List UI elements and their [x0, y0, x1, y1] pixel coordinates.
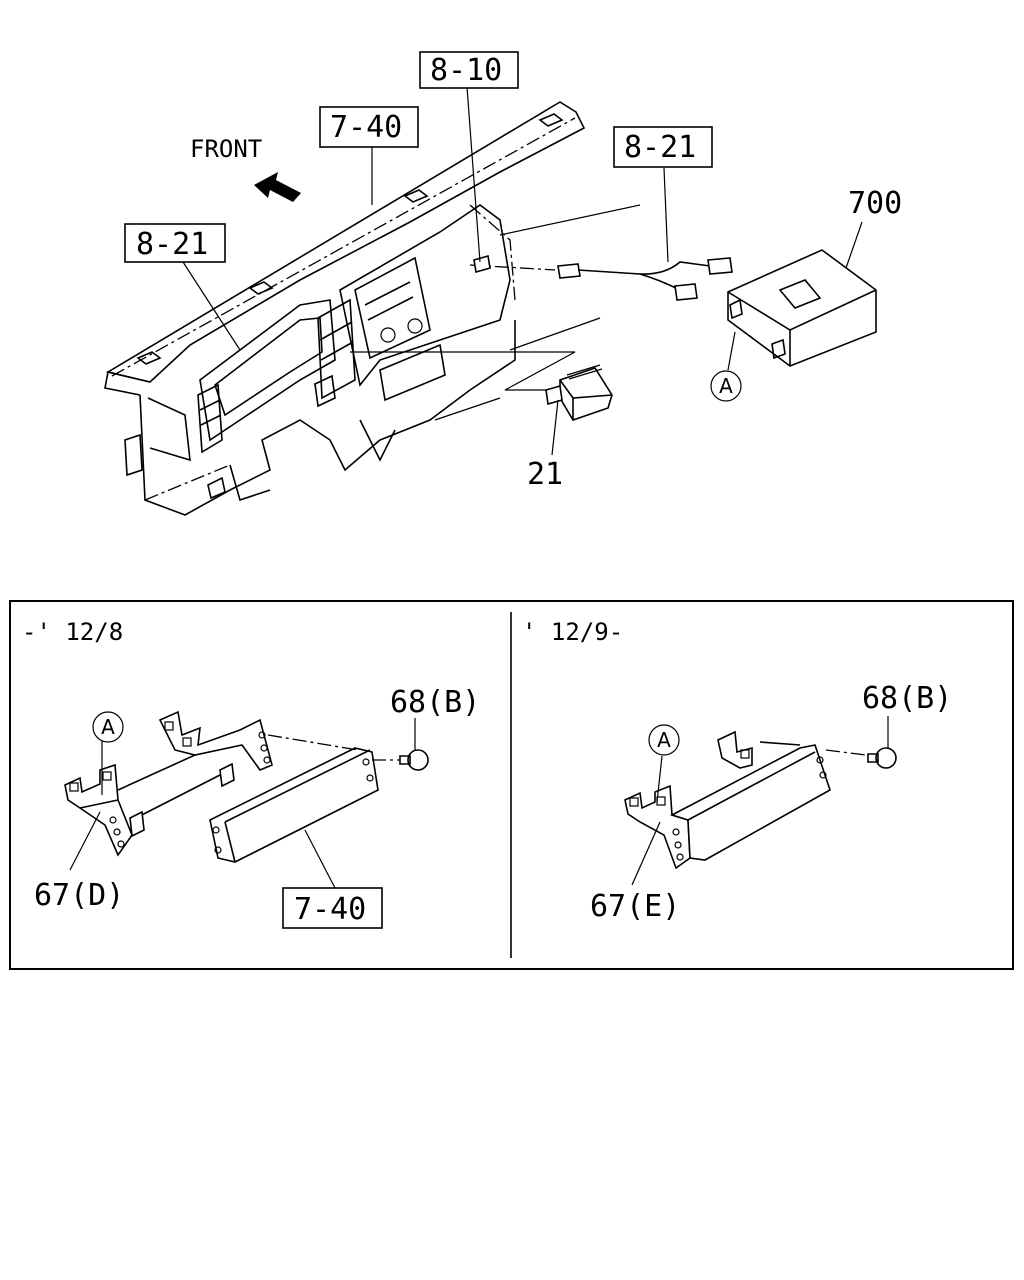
part-700-label: 700 [848, 186, 902, 221]
right-a-leader [656, 755, 663, 803]
callout-a-right: A [657, 728, 671, 752]
callout-a-top: A [719, 374, 733, 398]
left-67d-leader [69, 811, 101, 871]
callout-a-left: A [101, 715, 115, 739]
callout-a-circle-top [710, 370, 742, 402]
callout-a-circle-right [648, 724, 680, 756]
right-bracket-assembly [624, 730, 897, 870]
ref-8-21-right: 8-21 [624, 130, 696, 165]
ref-box-7-40-inset [282, 887, 383, 929]
part-68b-left-label: 68(B) [390, 685, 480, 720]
instrument-panel-assembly [104, 101, 641, 516]
top-ref-boxes [124, 51, 713, 263]
control-unit-700 [727, 249, 877, 367]
top-leader-lines [182, 86, 863, 456]
part-21-label: 21 [527, 457, 563, 492]
left-bracket-assembly [64, 710, 429, 863]
front-label: FRONT [190, 135, 262, 163]
inset-frame [9, 600, 1014, 970]
part-67e-label: 67(E) [590, 889, 680, 924]
right-67e-leader [631, 821, 661, 886]
wire-harness [469, 254, 733, 301]
switch-part-21 [350, 351, 613, 421]
ref-7-40-inset: 7-40 [294, 892, 366, 927]
front-arrow-icon [254, 172, 301, 202]
left-740-leader [304, 829, 336, 889]
right-range-label: ' 12/9- [522, 618, 623, 646]
callout-a-circle-left [92, 711, 124, 743]
left-range-label: -' 12/8 [22, 618, 123, 646]
ref-8-21-left: 8-21 [136, 227, 208, 262]
part-67d-label: 67(D) [34, 878, 124, 913]
ref-7-40-top: 7-40 [330, 110, 402, 145]
part-68b-right-label: 68(B) [862, 681, 952, 716]
ref-8-10: 8-10 [430, 53, 502, 88]
